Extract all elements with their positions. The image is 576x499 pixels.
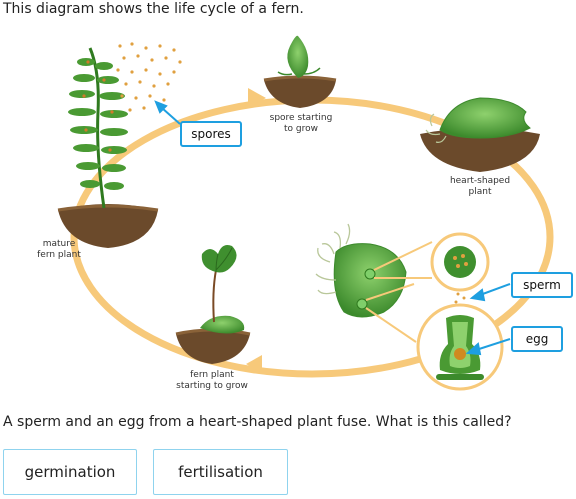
antheridium-zoom [430, 232, 490, 292]
label-spore-growing-2: to grow [284, 124, 318, 134]
archegonium-zoom [416, 303, 504, 391]
svg-text:spores: spores [191, 127, 231, 141]
label-spore-growing-1: spore starting [270, 113, 333, 123]
label-fern-growing-2: starting to grow [176, 381, 248, 391]
sperm-callout: sperm [511, 272, 573, 298]
cycle-arrow-top [248, 88, 266, 108]
spore-growing-plant [263, 35, 337, 108]
spores-callout: spores [180, 121, 242, 147]
svg-text:egg: egg [526, 332, 549, 346]
question-text: A sperm and an egg from a heart-shaped p… [3, 414, 512, 430]
mature-fern-plant [57, 47, 159, 248]
intro-text: This diagram shows the life cycle of a f… [3, 1, 304, 17]
label-mature-fern-1: mature [43, 239, 76, 249]
svg-text:sperm: sperm [523, 278, 561, 292]
young-fern-plant [175, 245, 251, 364]
label-fern-growing-1: fern plant [190, 370, 234, 380]
answer-option-fertilisation[interactable]: fertilisation [153, 449, 288, 495]
spore-dots [116, 42, 182, 112]
fern-life-cycle-diagram: spores sperm egg spore starting to grow … [37, 35, 573, 391]
egg-callout: egg [511, 326, 563, 352]
answer-option-germination[interactable]: germination [3, 449, 137, 495]
heart-plant-closeup [315, 223, 433, 343]
label-heart-plant-1: heart-shaped [450, 176, 510, 186]
heart-shaped-plant [420, 97, 540, 172]
label-mature-fern-2: fern plant [37, 250, 81, 260]
cycle-arrow-bottom [246, 355, 262, 373]
label-heart-plant-2: plant [469, 187, 492, 197]
